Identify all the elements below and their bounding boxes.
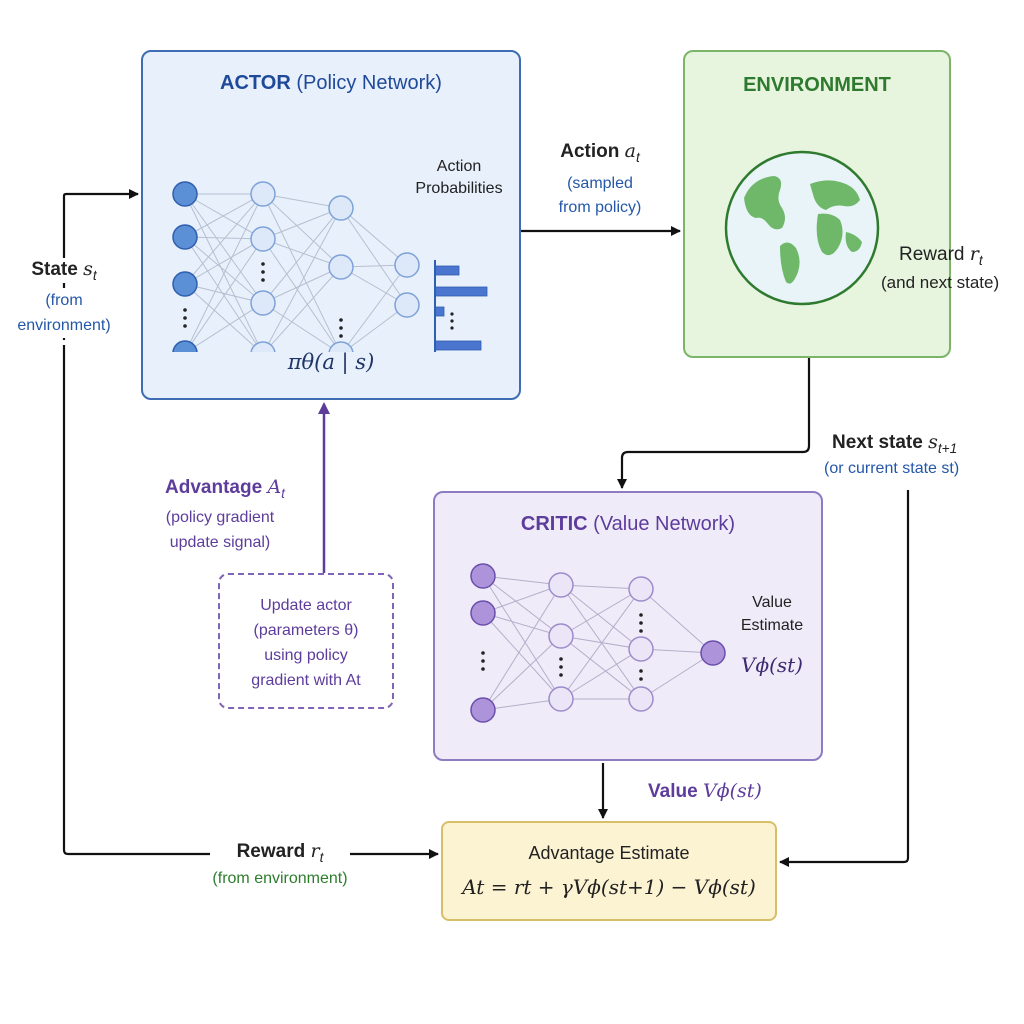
advantage-formula: At = rt + γVϕ(st+1) − Vϕ(st)	[462, 875, 756, 899]
next-state-text: Next state	[832, 432, 923, 453]
policy-formula: πθ(a | s)	[287, 350, 375, 374]
value-formula: Vϕ(st)	[702, 780, 762, 802]
update-line1: Update actor	[260, 597, 352, 614]
action-sub: t	[635, 149, 640, 165]
action-probabilities-line1: Action	[436, 158, 482, 175]
update-line3: using policy	[264, 647, 348, 664]
critic-box: CRITIC (Value Network) Value Es	[433, 491, 823, 761]
value-estimate-line1: Value	[752, 594, 792, 611]
environment-title: ENVIRONMENT	[743, 74, 891, 96]
next-state-sub: t+1	[937, 440, 958, 456]
update-line2: (parameters θ)	[253, 622, 359, 639]
next-state-symbol: s	[928, 431, 938, 453]
state-sub: t	[92, 267, 97, 283]
actor-network-diagram	[172, 181, 488, 352]
action-label: Action at	[530, 140, 670, 165]
reward-note: (from environment)	[212, 870, 348, 887]
critic-title-rest: (Value Network)	[593, 513, 736, 535]
globe-icon	[724, 150, 880, 306]
advantage-symbol: A	[267, 476, 282, 498]
update-actor-text: Update actor (parameters θ) using policy…	[220, 593, 392, 693]
actor-title: ACTOR (Policy Network)	[143, 72, 519, 95]
reward-loop-line	[62, 345, 210, 856]
action-note-line2: from policy)	[558, 199, 642, 216]
critic-title: CRITIC (Value Network)	[435, 513, 821, 536]
actor-title-rest: (Policy Network)	[296, 72, 442, 94]
advantage-label: Advantage At	[140, 476, 310, 501]
reward-label: Reward rt	[205, 840, 355, 865]
update-actor-box: Update actor (parameters θ) using policy…	[218, 573, 394, 709]
next-state-arrow	[779, 490, 910, 867]
env-reward-note: (and next state)	[881, 273, 1000, 292]
reward-sub: t	[319, 849, 324, 865]
next-state-label: Next state st+1	[832, 431, 957, 456]
action-note: (sampled from policy)	[530, 172, 670, 220]
advantage-text: Advantage	[165, 477, 263, 498]
env-reward-label: Reward rt	[899, 243, 983, 268]
critic-title-bold: CRITIC	[520, 513, 588, 535]
critic-value-formula: Vϕ(st)	[741, 653, 803, 677]
env-reward-symbol: r	[969, 243, 979, 265]
critic-network-diagram	[470, 563, 726, 723]
state-arrow	[62, 189, 139, 340]
state-note: (from environment)	[4, 288, 124, 338]
advantage-estimate-title: Advantage Estimate	[528, 843, 690, 863]
value-label: Value Vϕ(st)	[648, 780, 762, 803]
reward-symbol: r	[310, 840, 320, 862]
actor-title-bold: ACTOR	[220, 72, 291, 94]
advantage-note-line2: update signal)	[169, 534, 271, 551]
reward-text: Reward	[236, 841, 306, 862]
state-note-line1: (from	[45, 292, 83, 309]
state-note-line2: environment)	[17, 317, 111, 334]
action-probabilities-line2: Probabilities	[415, 180, 503, 197]
advantage-note: (policy gradient update signal)	[130, 505, 310, 555]
env-reward-sub: t	[978, 252, 983, 268]
value-text: Value	[648, 781, 698, 802]
state-label: State st	[4, 258, 124, 283]
advantage-note-line1: (policy gradient	[165, 509, 275, 526]
env-reward-text: Reward	[899, 244, 965, 265]
value-estimate-label: Value Estimate	[727, 591, 817, 637]
action-probabilities-label: Action Probabilities	[415, 156, 503, 200]
action-text: Action	[560, 141, 620, 162]
advantage-sub: t	[281, 485, 285, 501]
environment-box: ENVIRONMENT Reward rt (and next state)	[683, 50, 999, 358]
next-state-note: (or current state st)	[824, 460, 960, 477]
action-note-line1: (sampled	[567, 175, 633, 192]
actor-box: ACTOR (Policy Network)	[141, 50, 521, 400]
advantage-estimate-box: Advantage Estimate At = rt + γVϕ(st+1) −…	[441, 821, 777, 921]
update-line4: gradient with At	[251, 672, 361, 689]
state-symbol: s	[83, 258, 93, 280]
state-text: State	[31, 259, 78, 280]
value-estimate-line2: Estimate	[740, 617, 804, 634]
action-symbol: a	[624, 140, 636, 162]
env-to-critic-arrow	[617, 358, 811, 489]
